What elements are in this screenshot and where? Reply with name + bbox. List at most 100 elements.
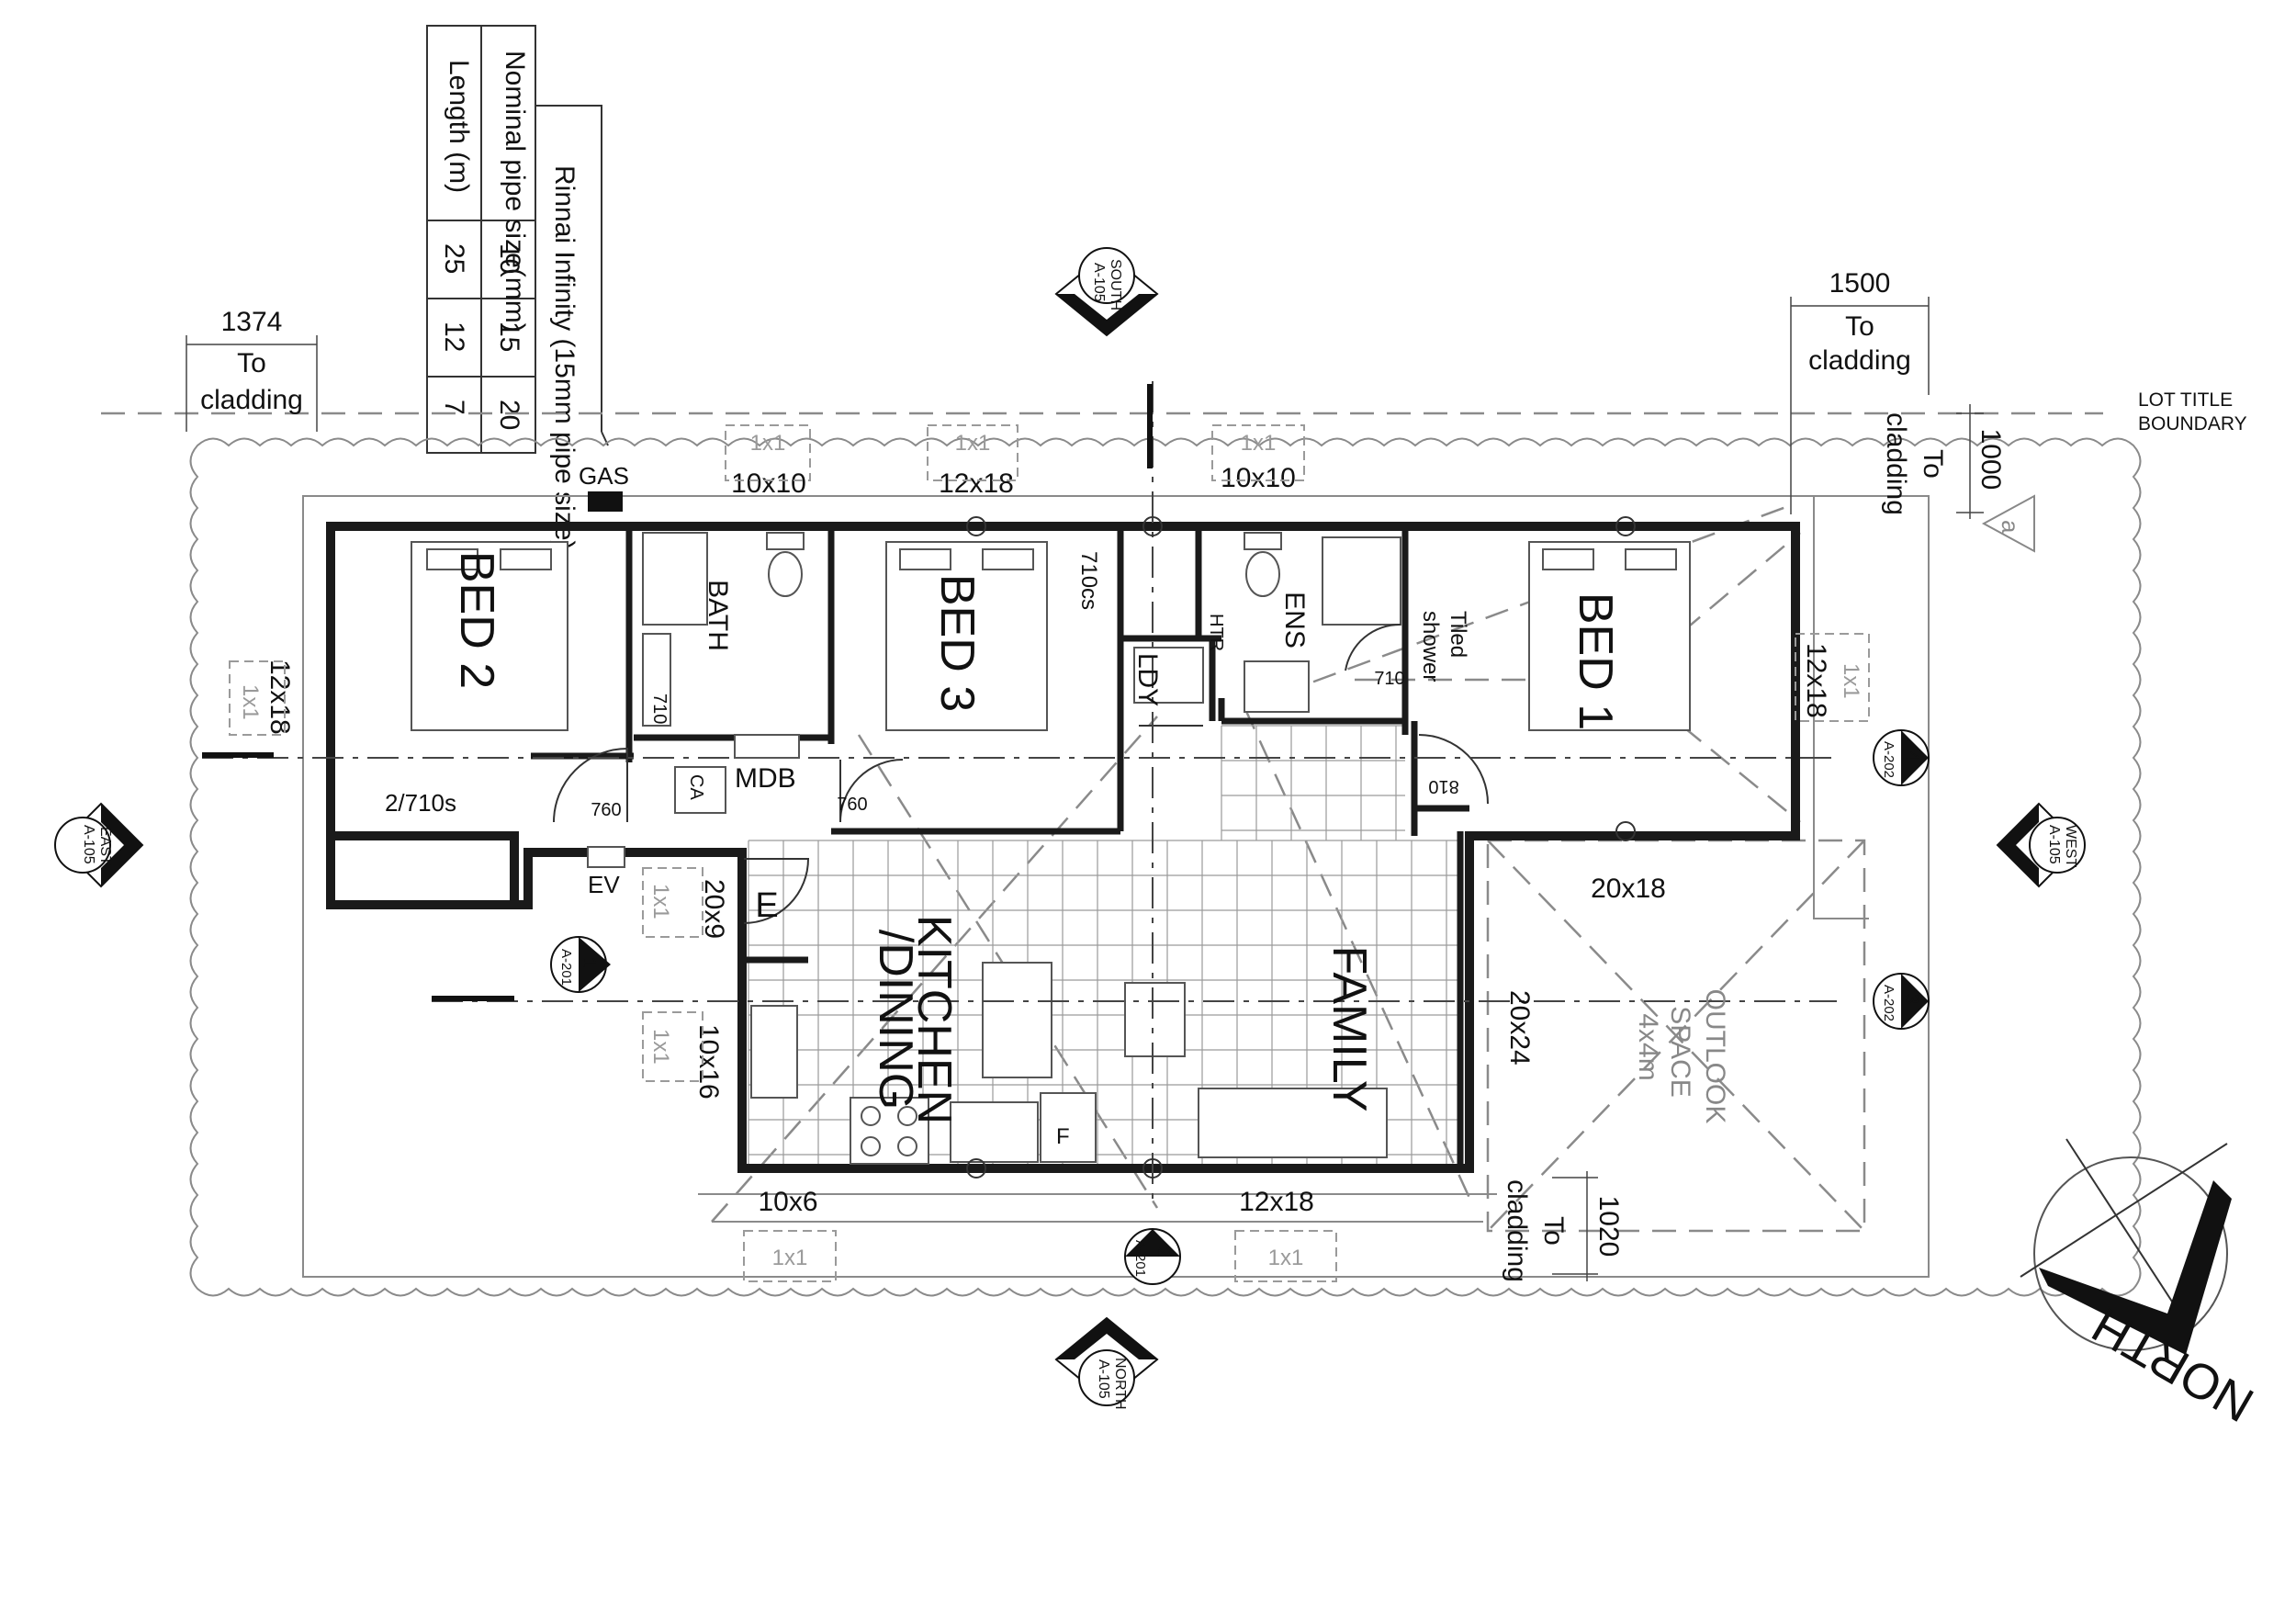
dim-top-right: 1000 To cladding: [1881, 404, 2006, 519]
tiled-label: Tiled: [1446, 611, 1470, 658]
pipe-length-1: 25: [439, 243, 469, 274]
gas-label: GAS: [579, 462, 629, 490]
wbox-8: 1x1: [772, 1246, 808, 1270]
outlook-3: 4x4m: [1633, 1013, 1663, 1080]
w-bed2-top: 10x10: [731, 468, 806, 499]
kitchen-bench-icon: [950, 1101, 1039, 1163]
pipe-length-header: Length (m): [444, 60, 474, 193]
marker-1: 1 A-201: [550, 936, 611, 993]
room-ldy: LDY: [1132, 653, 1163, 706]
marker-3: 3 A-202: [1873, 973, 1930, 1030]
w-family-side: 20x24: [1504, 990, 1535, 1066]
dim-right-to: To: [1845, 311, 1874, 342]
w-entry: 20x9: [699, 879, 729, 939]
gas-meter-icon: [588, 491, 623, 512]
west-ref: A-105: [2046, 825, 2062, 864]
door-ens-710: 710: [1374, 669, 1404, 689]
bath-vanity-icon: [642, 532, 708, 626]
bed-3-icon: [885, 541, 1048, 731]
door-760a: 760: [591, 800, 621, 820]
revision-marker: a: [1981, 494, 2035, 553]
pipe-length-2: 12: [439, 321, 469, 352]
ev-label: EV: [588, 871, 620, 898]
mdb-icon: [734, 734, 800, 759]
bath-tub-icon: [642, 633, 671, 727]
dim-top-right-cladding: cladding: [1881, 412, 1911, 515]
shower-icon: [1322, 536, 1401, 626]
room-bed-2: BED 2: [450, 551, 503, 689]
west-dir: WEST: [2063, 825, 2078, 867]
east-dir: EAST: [97, 827, 113, 865]
north-arrow-icon: [2039, 1180, 2232, 1355]
boundary-label-2: BOUNDARY: [2138, 413, 2247, 434]
door-760b: 760: [837, 795, 867, 815]
room-labels: BED 2 BED 3 BED 1 BATH ENS LDY KITCHEN /…: [450, 551, 1730, 1124]
wbox-4: 1x1: [238, 684, 263, 720]
revision-label: a: [1997, 520, 2024, 534]
w-kitchen-bottom: 10x6: [758, 1187, 817, 1217]
lot-boundary: LOT TITLE BOUNDARY: [101, 389, 2247, 434]
w-kitchen-side: 10x16: [693, 1024, 724, 1100]
room-kitchen-1: KITCHEN: [907, 915, 961, 1124]
bed-2-icon: [411, 541, 568, 731]
site-outline: [189, 437, 2142, 1297]
w-bed1-side: 12x18: [1801, 643, 1831, 718]
s4-num: 4: [1901, 750, 1921, 761]
ens-vanity-icon: [1244, 660, 1310, 713]
ca-icon: [674, 766, 726, 814]
dim-bottom-to: To: [1538, 1216, 1569, 1246]
dim-right-cladding: cladding: [1808, 345, 1911, 376]
door-bath-710: 710: [649, 694, 670, 724]
door-bed3-robe: 710cs: [1076, 551, 1101, 610]
bed-1-icon: [1528, 541, 1691, 731]
internal-walls: [531, 526, 1469, 1168]
room-entry: E: [755, 886, 778, 925]
dim-bottom-cladding: cladding: [1502, 1179, 1532, 1282]
dim-left-value: 1374: [221, 307, 283, 337]
fridge-icon: [1040, 1092, 1097, 1163]
dim-left-cladding: cladding: [200, 385, 303, 415]
sofa-icon: [1198, 1088, 1388, 1158]
outlook-2: SPACE: [1665, 1006, 1695, 1097]
wbox-9: 1x1: [1268, 1246, 1304, 1270]
toilet-ens-icon: [1244, 532, 1282, 550]
room-kitchen-2: /DINING: [869, 930, 922, 1110]
dim-right: 1500 To cladding: [1790, 268, 1930, 514]
marker-west: WEST A-105: [1996, 802, 2086, 888]
w-ens-top: 10x10: [1221, 463, 1296, 493]
fixture-labels: GAS MDB CA EV HTR Tiled shower F: [579, 462, 1470, 1149]
wbox-2: 1x1: [955, 431, 991, 456]
pipe-table: Nominal pipe size(mm) Length (m) Rinnai …: [426, 25, 609, 550]
door-bed1-810: 810: [1428, 776, 1458, 796]
w-bed1-bottom: 20x18: [1591, 874, 1666, 904]
dim-top-right-value: 1000: [1975, 429, 2006, 491]
htr-label: HTR: [1206, 614, 1226, 651]
wbox-1: 1x1: [750, 431, 786, 456]
dim-left-to: To: [237, 348, 266, 378]
dim-right-value: 1500: [1829, 268, 1891, 299]
mdb-label: MDB: [735, 763, 796, 794]
pipe-size-1: 10: [494, 243, 524, 274]
fridge-label: F: [1056, 1124, 1070, 1149]
ev-icon: [587, 846, 625, 868]
s1-num: 1: [579, 957, 599, 967]
wbox-7: 1x1: [648, 1029, 673, 1065]
dim-top-right-to: To: [1918, 449, 1948, 479]
dim-left: 1374 To cladding: [186, 307, 318, 432]
marker-2: 2 A-201: [1124, 1228, 1181, 1285]
window-labels: 10x10 12x18 10x10 12x18 12x18 20x18 20x9…: [264, 463, 1831, 1217]
s3-num: 3: [1901, 994, 1921, 1004]
toilet-bath-icon: [766, 532, 805, 550]
north-dir: NORTH: [1112, 1358, 1128, 1410]
pipe-table-title: Rinnai Infinity (15mm pipe size): [549, 165, 580, 550]
ca-label: CA: [686, 774, 706, 800]
dining-table-icon: [982, 962, 1052, 1078]
room-bed-3: BED 3: [930, 574, 984, 712]
fixtures: [411, 532, 1691, 1165]
s2-ref: A-201: [1132, 1240, 1148, 1277]
door-bed2-robe: 2/710s: [385, 789, 456, 817]
section-lines: [202, 381, 1837, 1208]
external-walls: [326, 522, 1800, 1173]
wbox-3: 1x1: [1241, 431, 1277, 456]
